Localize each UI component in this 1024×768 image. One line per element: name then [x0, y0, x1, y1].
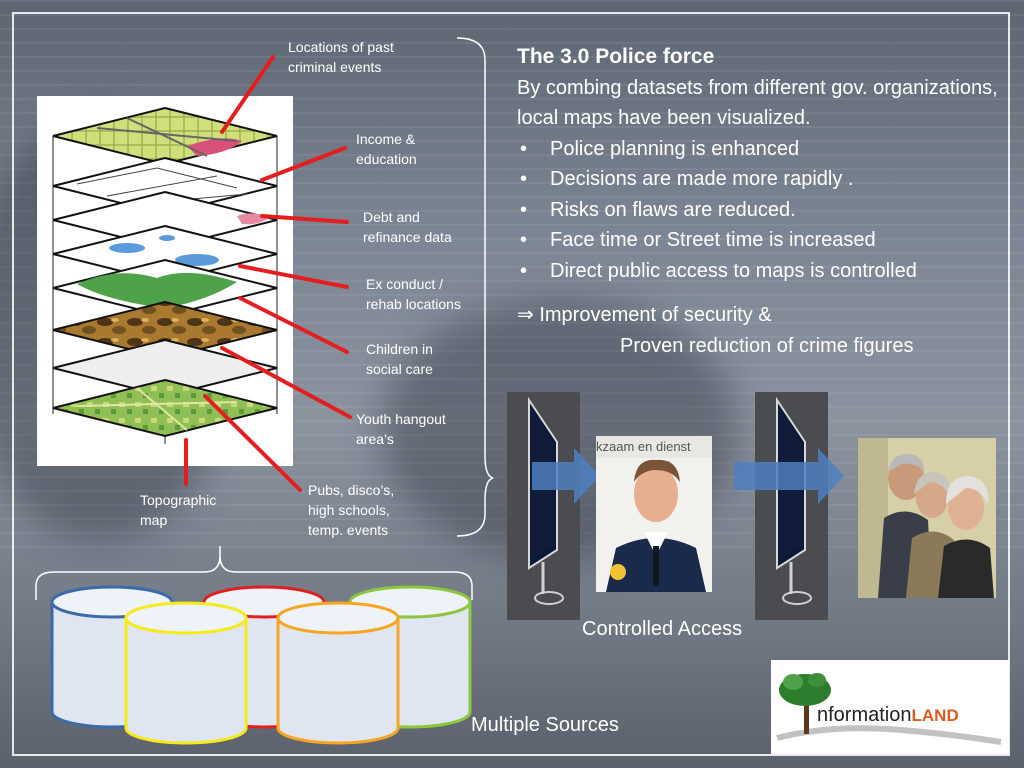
flow-arrow-icon: [734, 448, 844, 504]
bullet-list: Police planning is enhanced Decisions ar…: [517, 134, 1012, 287]
slide-title: The 3.0 Police force: [517, 45, 715, 68]
logo-text: nformationLAND: [817, 704, 959, 726]
pointer-line: [238, 264, 349, 289]
elderly-people-photo: [858, 438, 996, 598]
sources-brace: [35, 546, 473, 600]
database-cylinders: [50, 585, 472, 745]
monitor-icon: [507, 392, 580, 620]
slide-intro: By combing datasets from different gov. …: [517, 76, 998, 130]
map-layer-topographic: [52, 378, 278, 438]
map-layer-children: [52, 258, 278, 318]
bullet-item: Direct public access to maps is controll…: [517, 256, 1012, 287]
slide-frame: [12, 12, 1010, 756]
slide-text: The 3.0 Police force By combing datasets…: [517, 42, 1012, 361]
pointer-line: [203, 394, 302, 492]
pointer-line: [260, 146, 347, 182]
conclusion-line-2: Proven reduction of crime figures: [620, 334, 914, 357]
pointer-line: [220, 55, 275, 134]
bullet-item: Face time or Street time is increased: [517, 225, 1012, 256]
database-cylinder-icon: [124, 601, 248, 745]
pointer-line: [238, 296, 349, 354]
map-layer-crime: [52, 106, 278, 166]
police-officer-photo: kzaam en dienst: [596, 436, 712, 592]
label-rehab-locations: Ex conduct /rehab locations: [366, 276, 461, 312]
layered-map-panel: [37, 96, 293, 466]
controlled-access-caption: Controlled Access: [582, 618, 743, 640]
bullet-item: Risks on flaws are reduced.: [517, 195, 1012, 226]
monitor-icon: [755, 392, 828, 620]
pointer-line: [220, 346, 352, 419]
label-pubs-schools: Pubs, disco’s,high schools,temp. events: [308, 482, 395, 538]
conclusion-line-1: Improvement of security &: [539, 304, 772, 326]
labels-brace: [456, 37, 494, 537]
police-sign-text: kzaam en dienst: [596, 436, 712, 458]
implies-icon: ⇒: [517, 304, 534, 326]
pointer-line: [260, 214, 349, 224]
flow-arrow-icon: [532, 448, 600, 504]
informationland-logo: nformationLAND: [771, 660, 1009, 754]
database-cylinder-icon: [276, 601, 400, 745]
layered-map-illustration: [52, 106, 278, 444]
map-layer-rehab: [52, 224, 278, 284]
multiple-sources-caption: Multiple Sources: [471, 714, 619, 736]
conclusion: ⇒ Improvement of security & Proven reduc…: [517, 300, 1012, 361]
label-income-education: Income &education: [356, 131, 417, 167]
bullet-item: Police planning is enhanced: [517, 134, 1012, 165]
bullet-item: Decisions are made more rapidly .: [517, 164, 1012, 195]
